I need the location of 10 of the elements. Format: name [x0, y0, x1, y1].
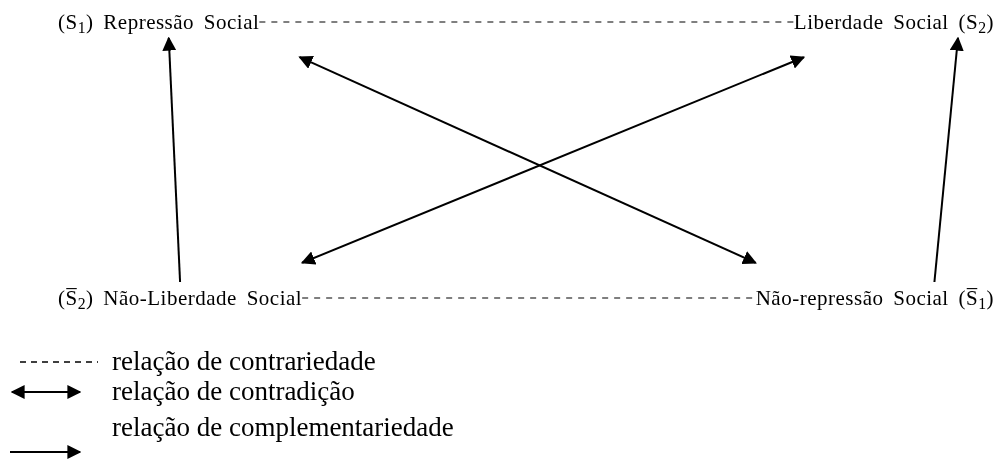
legend-text: relação de contradição: [112, 376, 355, 408]
legend-text: relação de contrariedade: [112, 345, 376, 378]
dashed-line: [258, 21, 795, 23]
concept-label: (S̅$_{2}$) Não-Liberdade Social: [58, 282, 303, 314]
legend-text: relação de complementariedade: [112, 411, 454, 444]
concept-label: Liberdade Social (S$_{2}$): [793, 6, 994, 38]
concept-label: (S$_{1}$) Repressão Social: [58, 6, 260, 38]
concept-label: Não-repressão Social (S̅$_{1}$): [755, 282, 994, 314]
arrow: [933, 36, 964, 283]
arrow: [162, 36, 182, 283]
